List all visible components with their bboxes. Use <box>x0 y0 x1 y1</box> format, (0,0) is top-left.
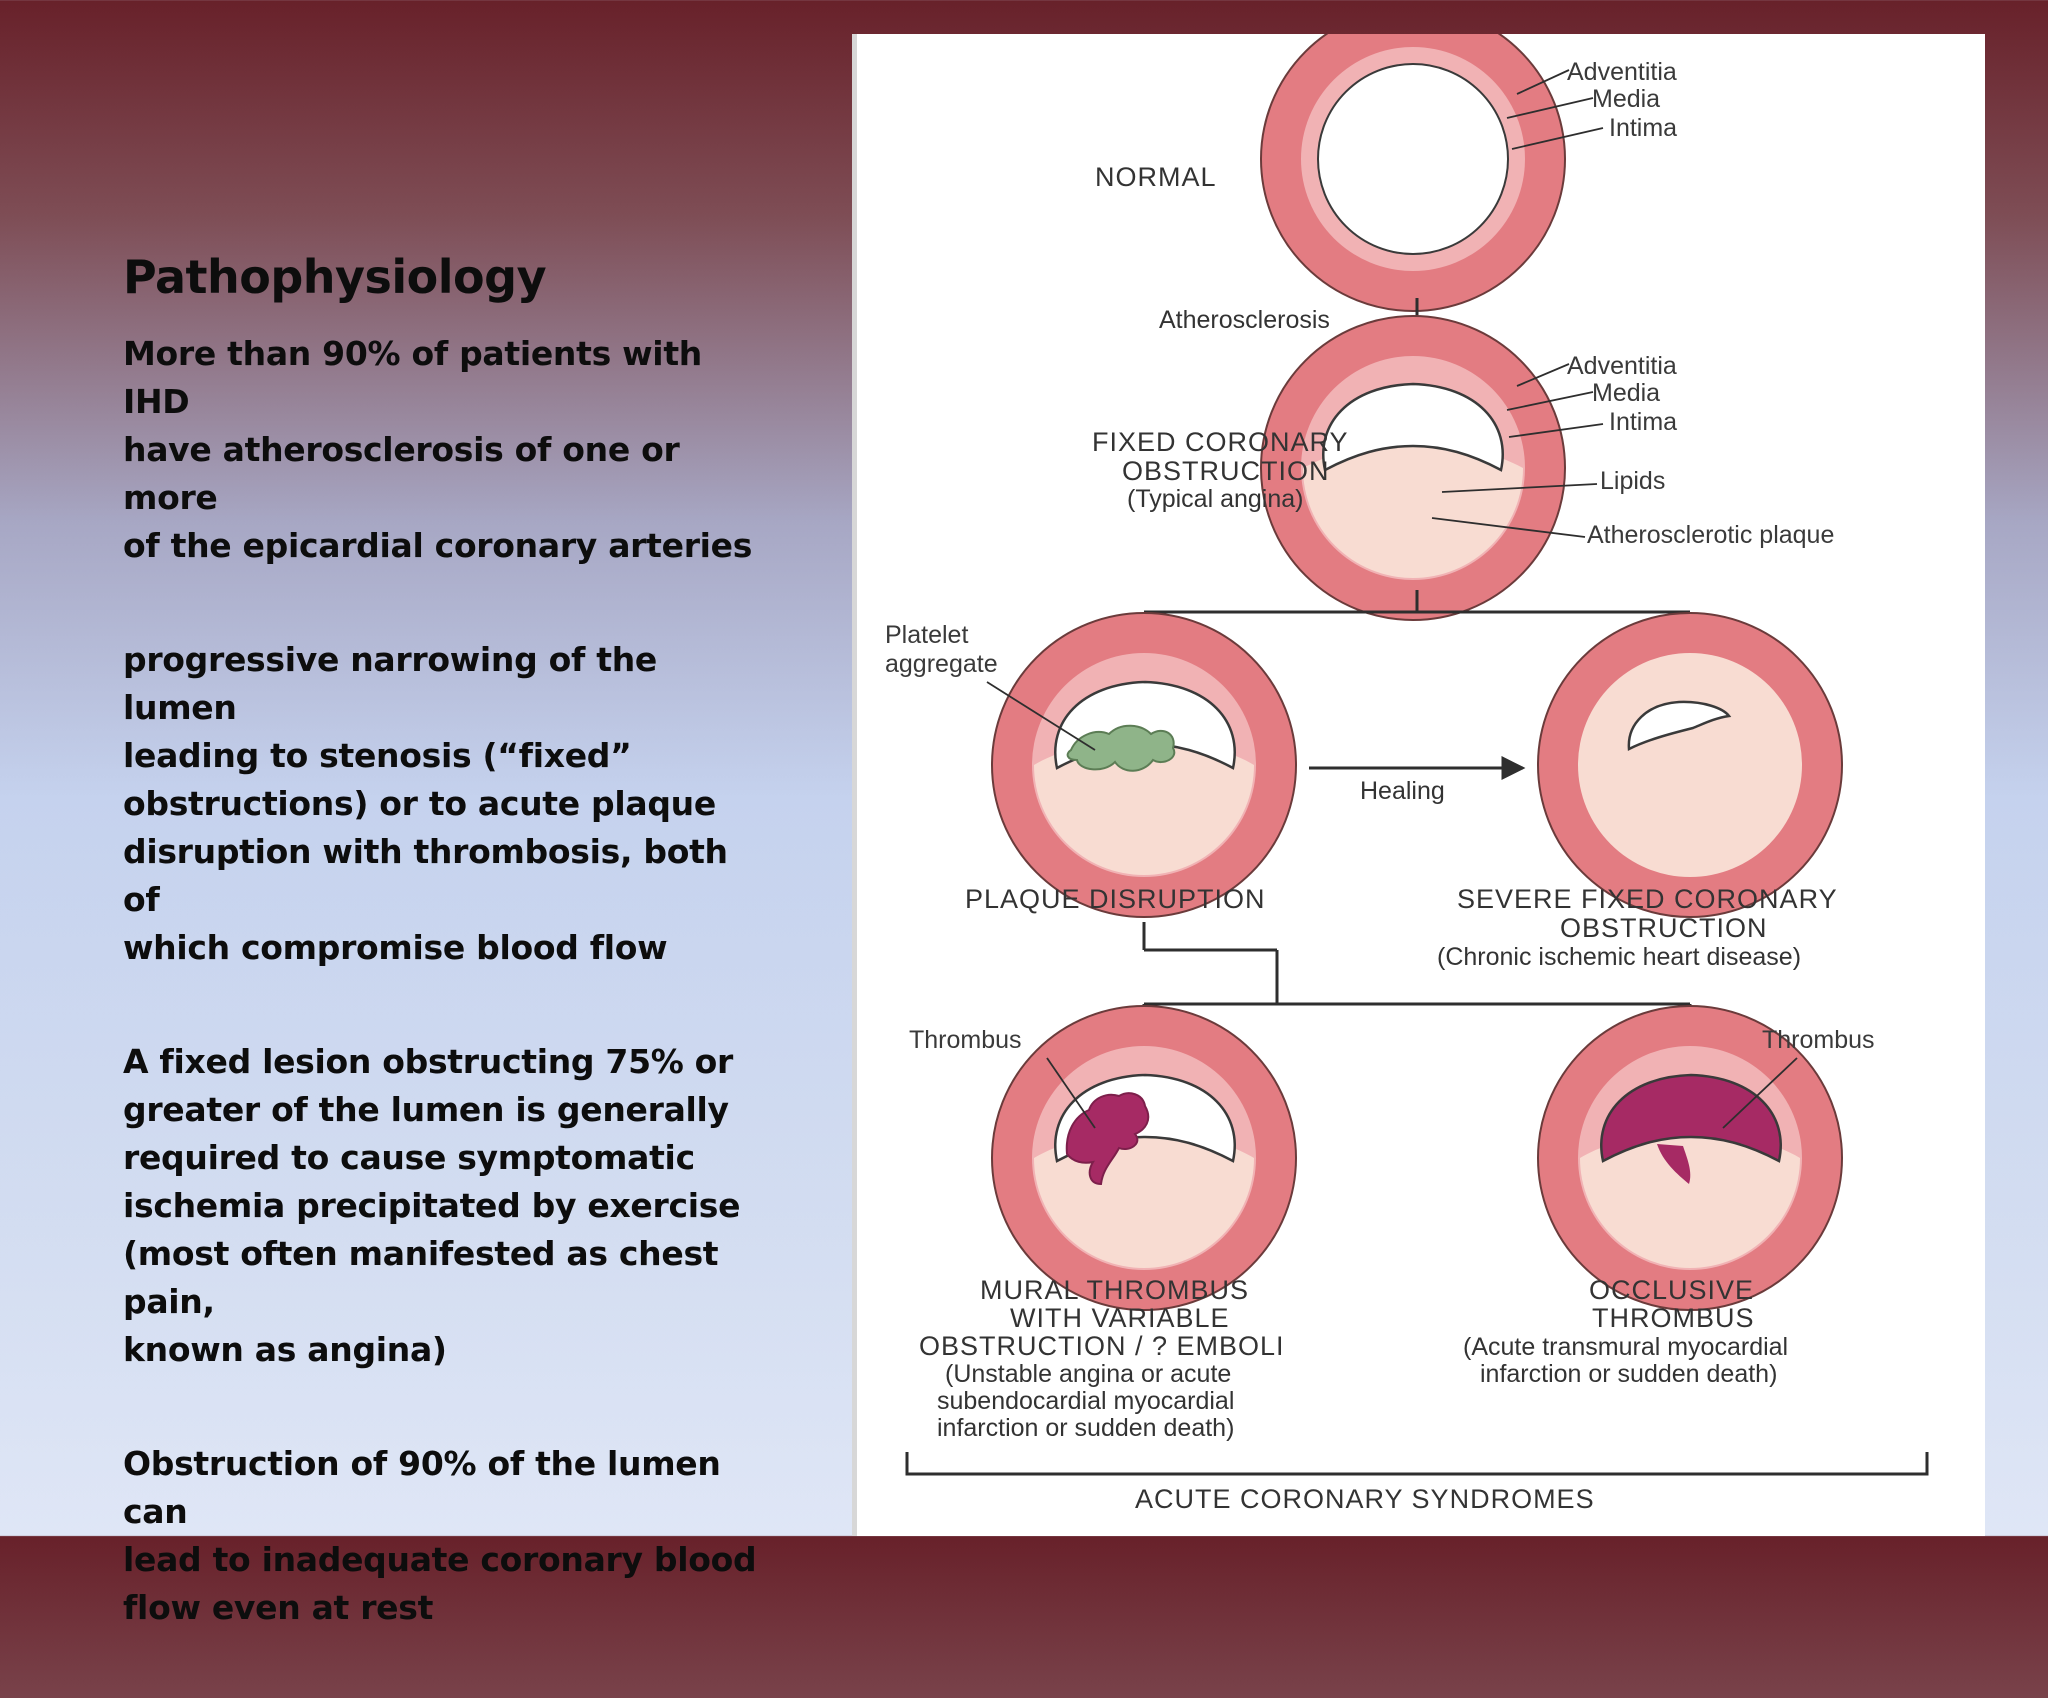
fixed-leader-lines <box>1431 363 1604 538</box>
normal-leader-lines <box>1506 69 1604 150</box>
text-line: More than 90% of patients with IHD <box>123 334 702 421</box>
text-line: greater of the lumen is generally <box>123 1090 729 1129</box>
platelet-leader-line <box>986 681 1096 751</box>
thrombus-right-label: Thrombus <box>1762 1026 1875 1054</box>
mural-note-line-2: subendocardial myocardial <box>937 1387 1234 1415</box>
severe-title-line-1: SEVERE FIXED CORONARY <box>1457 884 1838 914</box>
text-line: required to cause symptomatic <box>123 1138 695 1177</box>
text-line: disruption with thrombosis, both of <box>123 832 728 919</box>
acute-syndromes-label: ACUTE CORONARY SYNDROMES <box>1135 1484 1595 1514</box>
acute-syndromes-bracket <box>905 1452 1929 1476</box>
text-line: progressive narrowing of the lumen <box>123 640 657 727</box>
mural-note-line-3: infarction or sudden death) <box>937 1414 1234 1442</box>
pathophysiology-figure: NORMAL Adventitia Media Intima Atheroscl… <box>852 34 1985 1536</box>
occlusive-title-line-1: OCCLUSIVE <box>1589 1275 1754 1305</box>
mural-title-line-1: MURAL THROMBUS <box>980 1275 1249 1305</box>
paragraph-ihd-prevalence: More than 90% of patients with IHD have … <box>123 330 763 570</box>
fixed-title-line-1: FIXED CORONARY <box>1092 427 1349 457</box>
healing-label: Healing <box>1360 777 1445 805</box>
text-line: have atherosclerosis of one or more <box>123 430 680 517</box>
text-line: (most often manifested as chest pain, <box>123 1234 719 1321</box>
text-line: lead to inadequate coronary blood <box>123 1540 757 1579</box>
platelet-label-line-1: Platelet <box>885 621 968 649</box>
text-line: leading to stenosis (“fixed” <box>123 736 632 775</box>
slide-title: Pathophysiology <box>123 250 547 304</box>
normal-media-label: Media <box>1592 85 1660 113</box>
fixed-note: (Typical angina) <box>1127 485 1303 513</box>
text-line: ischemia precipitated by exercise <box>123 1186 741 1225</box>
lipids-label: Lipids <box>1600 467 1665 495</box>
normal-adventitia-label: Adventitia <box>1567 58 1677 86</box>
platelet-label-line-2: aggregate <box>885 650 998 678</box>
atherosclerosis-label: Atherosclerosis <box>1159 306 1330 334</box>
text-panel: Pathophysiology More than 90% of patient… <box>123 250 763 1698</box>
text-line: known as angina) <box>123 1330 447 1369</box>
paragraph-progressive-narrowing: progressive narrowing of the lumen leadi… <box>123 636 763 972</box>
occlusive-title-line-2: THROMBUS <box>1592 1303 1755 1333</box>
occlusive-note-line-2: infarction or sudden death) <box>1480 1360 1777 1388</box>
mural-note-line-1: (Unstable angina or acute <box>945 1360 1231 1388</box>
normal-vessel <box>1260 34 1566 312</box>
occlusive-note-line-1: (Acute transmural myocardial <box>1463 1333 1788 1361</box>
normal-label: NORMAL <box>1095 162 1217 192</box>
text-line: obstructions) or to acute plaque <box>123 784 716 823</box>
text-line: flow even at rest <box>123 1588 434 1627</box>
severe-fixed-vessel <box>1537 612 1843 918</box>
paragraph-fixed-lesion: A fixed lesion obstructing 75% or greate… <box>123 1038 763 1374</box>
fixed-adventitia-label: Adventitia <box>1567 352 1677 380</box>
text-line: which compromise blood flow <box>123 928 668 967</box>
thrombus-left-label: Thrombus <box>909 1026 1022 1054</box>
mural-thrombus-vessel <box>991 1005 1297 1311</box>
fixed-title-line-2: OBSTRUCTION <box>1122 456 1330 486</box>
diagram-svg: NORMAL Adventitia Media Intima Atheroscl… <box>885 34 1929 1514</box>
thrombus-right-leader <box>1722 1057 1798 1129</box>
thrombus-left-leader <box>1046 1057 1096 1129</box>
fixed-intima-label: Intima <box>1609 408 1677 436</box>
fixed-obstruction-vessel <box>1260 315 1566 621</box>
occlusive-thrombus-vessel <box>1537 1005 1843 1311</box>
plaque-disruption-label: PLAQUE DISRUPTION <box>965 884 1266 914</box>
fixed-media-label: Media <box>1592 379 1660 407</box>
plaque-label: Atherosclerotic plaque <box>1587 521 1834 549</box>
platelet-aggregate <box>1066 724 1176 772</box>
plaque-disruption-vessel <box>991 612 1297 918</box>
severe-note: (Chronic ischemic heart disease) <box>1437 943 1801 971</box>
paragraph-ninety-percent: Obstruction of 90% of the lumen can lead… <box>123 1440 763 1632</box>
mural-title-line-2: WITH VARIABLE <box>1010 1303 1230 1333</box>
text-line: of the epicardial coronary arteries <box>123 526 753 565</box>
severe-title-line-2: OBSTRUCTION <box>1560 913 1768 943</box>
occlusive-thrombus <box>1600 1073 1782 1163</box>
text-line: A fixed lesion obstructing 75% or <box>123 1042 734 1081</box>
normal-intima-label: Intima <box>1609 114 1677 142</box>
mural-title-line-3: OBSTRUCTION / ? EMBOLI <box>919 1331 1285 1361</box>
text-line: Obstruction of 90% of the lumen can <box>123 1444 721 1531</box>
